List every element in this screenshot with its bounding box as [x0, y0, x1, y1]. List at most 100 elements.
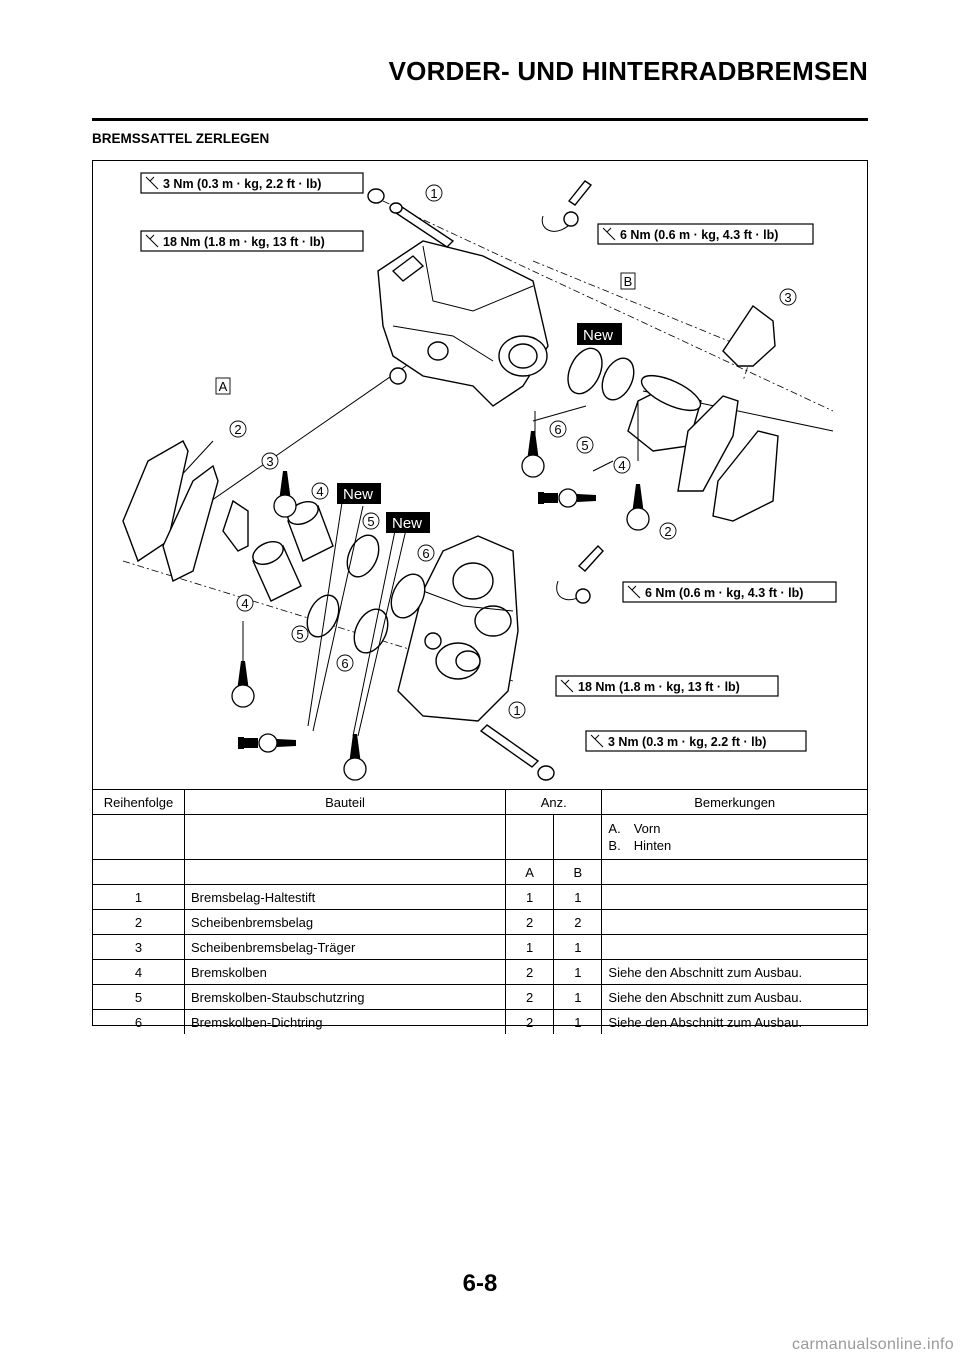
brake-fluid-icon: BF	[521, 431, 545, 478]
cell-qty-b: 1	[553, 934, 603, 960]
svg-text:5: 5	[296, 627, 303, 642]
front-piston	[252, 540, 302, 602]
cell-qty-b: 1	[553, 959, 603, 985]
callout: 6	[336, 654, 354, 672]
svg-text:6 Nm (0.6 m · kg, 4.3 ft · lb): 6 Nm (0.6 m · kg, 4.3 ft · lb)	[620, 228, 778, 242]
torque-label: 6 Nm (0.6 m · kg, 4.3 ft · lb)	[622, 581, 837, 603]
svg-text:BF: BF	[350, 765, 361, 774]
front-brake-pad-1	[122, 440, 189, 563]
svg-text:6 Nm (0.6 m · kg, 4.3 ft · lb): 6 Nm (0.6 m · kg, 4.3 ft · lb)	[645, 586, 803, 600]
exploded-view-diagram: 3 Nm (0.3 m · kg, 2.2 ft · lb) 18 Nm (1.…	[122, 172, 837, 781]
svg-text:3 Nm (0.3 m · kg, 2.2 ft · lb): 3 Nm (0.3 m · kg, 2.2 ft · lb)	[608, 735, 766, 749]
svg-text:6: 6	[422, 546, 429, 561]
section-letter-b: B	[620, 272, 636, 290]
rear-brake-pad-1	[677, 395, 739, 492]
svg-text:18 Nm (1.8 m · kg, 13 ft · lb): 18 Nm (1.8 m · kg, 13 ft · lb)	[163, 235, 325, 249]
callout: 6	[549, 420, 567, 438]
cell-part: Bremskolben	[184, 959, 506, 985]
svg-text:2: 2	[234, 422, 241, 437]
legend-cell: A. Vorn B. Hinten	[601, 814, 867, 860]
callout: 6	[417, 544, 435, 562]
cell-remark	[601, 909, 867, 935]
svg-text:B: B	[624, 274, 633, 289]
front-caliper-body	[397, 535, 519, 722]
svg-text:6: 6	[341, 656, 348, 671]
rear-brake-pad-2	[712, 430, 779, 522]
cell-order: 4	[93, 959, 185, 985]
callout: 3	[261, 452, 279, 470]
new-badge: New	[577, 323, 622, 345]
cell-qty-b: 2	[553, 909, 603, 935]
svg-text:4: 4	[618, 458, 625, 473]
cell-order: 3	[93, 934, 185, 960]
svg-text:6: 6	[554, 422, 561, 437]
cell-qty-b: 1	[553, 1009, 603, 1034]
svg-text:BF: BF	[528, 462, 539, 471]
torque-label: 6 Nm (0.6 m · kg, 4.3 ft · lb)	[597, 223, 814, 245]
table-row: 2 Scheibenbremsbelag 2 2	[93, 909, 867, 935]
legend-b: B. Hinten	[608, 838, 672, 853]
brake-fluid-icon: BF	[231, 661, 255, 708]
table-row: A. Vorn B. Hinten	[93, 814, 867, 860]
legend-a: A. Vorn	[608, 821, 661, 836]
table-row: 5 Bremskolben-Staubschutzring 2 1 Siehe …	[93, 984, 867, 1010]
header-rule	[92, 118, 868, 121]
callout: 4	[613, 456, 631, 474]
cell-order: 5	[93, 984, 185, 1010]
callout: 5	[291, 625, 309, 643]
watermark: carmanualsonline.info	[792, 1336, 954, 1353]
cell-order: 2	[93, 909, 185, 935]
svg-text:4: 4	[316, 484, 323, 499]
cell-qty-a: 2	[504, 959, 555, 985]
content-frame: 3 Nm (0.3 m · kg, 2.2 ft · lb) 18 Nm (1.…	[92, 160, 868, 1034]
torque-label: 18 Nm (1.8 m · kg, 13 ft · lb)	[140, 230, 364, 252]
cell-remark: Siehe den Abschnitt zum Ausbau.	[601, 984, 867, 1010]
cell-qty-a: 1	[504, 884, 555, 910]
cell-part: Bremskolben-Staubschutzring	[184, 984, 506, 1010]
callout: 4	[236, 594, 254, 612]
brake-fluid-icon: BF	[273, 471, 297, 518]
svg-text:1: 1	[513, 703, 520, 718]
page-header-title: VORDER- UND HINTERRADBREMSEN	[388, 56, 868, 86]
rear-caliper-body	[377, 240, 549, 407]
cell-order: 1	[93, 884, 185, 910]
cell-part: Bremsbelag-Haltestift	[184, 884, 506, 910]
callout: 5	[576, 436, 594, 454]
torque-label: 3 Nm (0.3 m · kg, 2.2 ft · lb)	[140, 172, 364, 194]
callout: 2	[229, 420, 247, 438]
page-number: 6-8	[462, 1270, 498, 1297]
svg-text:BF: BF	[280, 502, 291, 511]
cell-remark	[601, 934, 867, 960]
svg-text:5: 5	[581, 438, 588, 453]
front-brake-pad-2	[162, 464, 219, 583]
svg-text:5: 5	[367, 514, 374, 529]
brake-fluid-icon: BF	[626, 484, 650, 531]
cell-qty-a: 2	[504, 1009, 555, 1034]
leader-line	[307, 495, 409, 737]
rear-piston-seal	[567, 347, 603, 395]
svg-text:BF: BF	[238, 692, 249, 701]
svg-text:BF: BF	[633, 515, 644, 524]
callout: 5	[362, 512, 380, 530]
callout: 4	[311, 482, 329, 500]
svg-text:3: 3	[266, 454, 273, 469]
callout: 3	[779, 288, 797, 306]
silicone-grease-icon: S	[238, 733, 296, 753]
svg-text:New: New	[583, 327, 613, 344]
leader-line	[592, 401, 639, 472]
rear-dust-seal	[601, 357, 635, 401]
cell-part: Bremskolben-Dichtring	[184, 1009, 506, 1034]
svg-text:3 Nm (0.3 m · kg, 2.2 ft · lb): 3 Nm (0.3 m · kg, 2.2 ft · lb)	[163, 177, 321, 191]
cell-remark: Siehe den Abschnitt zum Ausbau.	[601, 1009, 867, 1034]
table-header-row: Reihenfolge Bauteil Anz. Bemerkungen	[93, 789, 867, 815]
front-piston-seal	[390, 573, 426, 619]
rear-pad-holder	[722, 304, 776, 367]
cell-qty-a: 1	[504, 934, 555, 960]
cell-remark: Siehe den Abschnitt zum Ausbau.	[601, 959, 867, 985]
cell-remark	[601, 884, 867, 910]
table-row: 1 Bremsbelag-Haltestift 1 1	[93, 884, 867, 910]
svg-text:1: 1	[430, 186, 437, 201]
cell-part: Scheibenbremsbelag	[184, 909, 506, 935]
front-dust-seal	[346, 534, 380, 578]
svg-text:New: New	[343, 486, 373, 503]
